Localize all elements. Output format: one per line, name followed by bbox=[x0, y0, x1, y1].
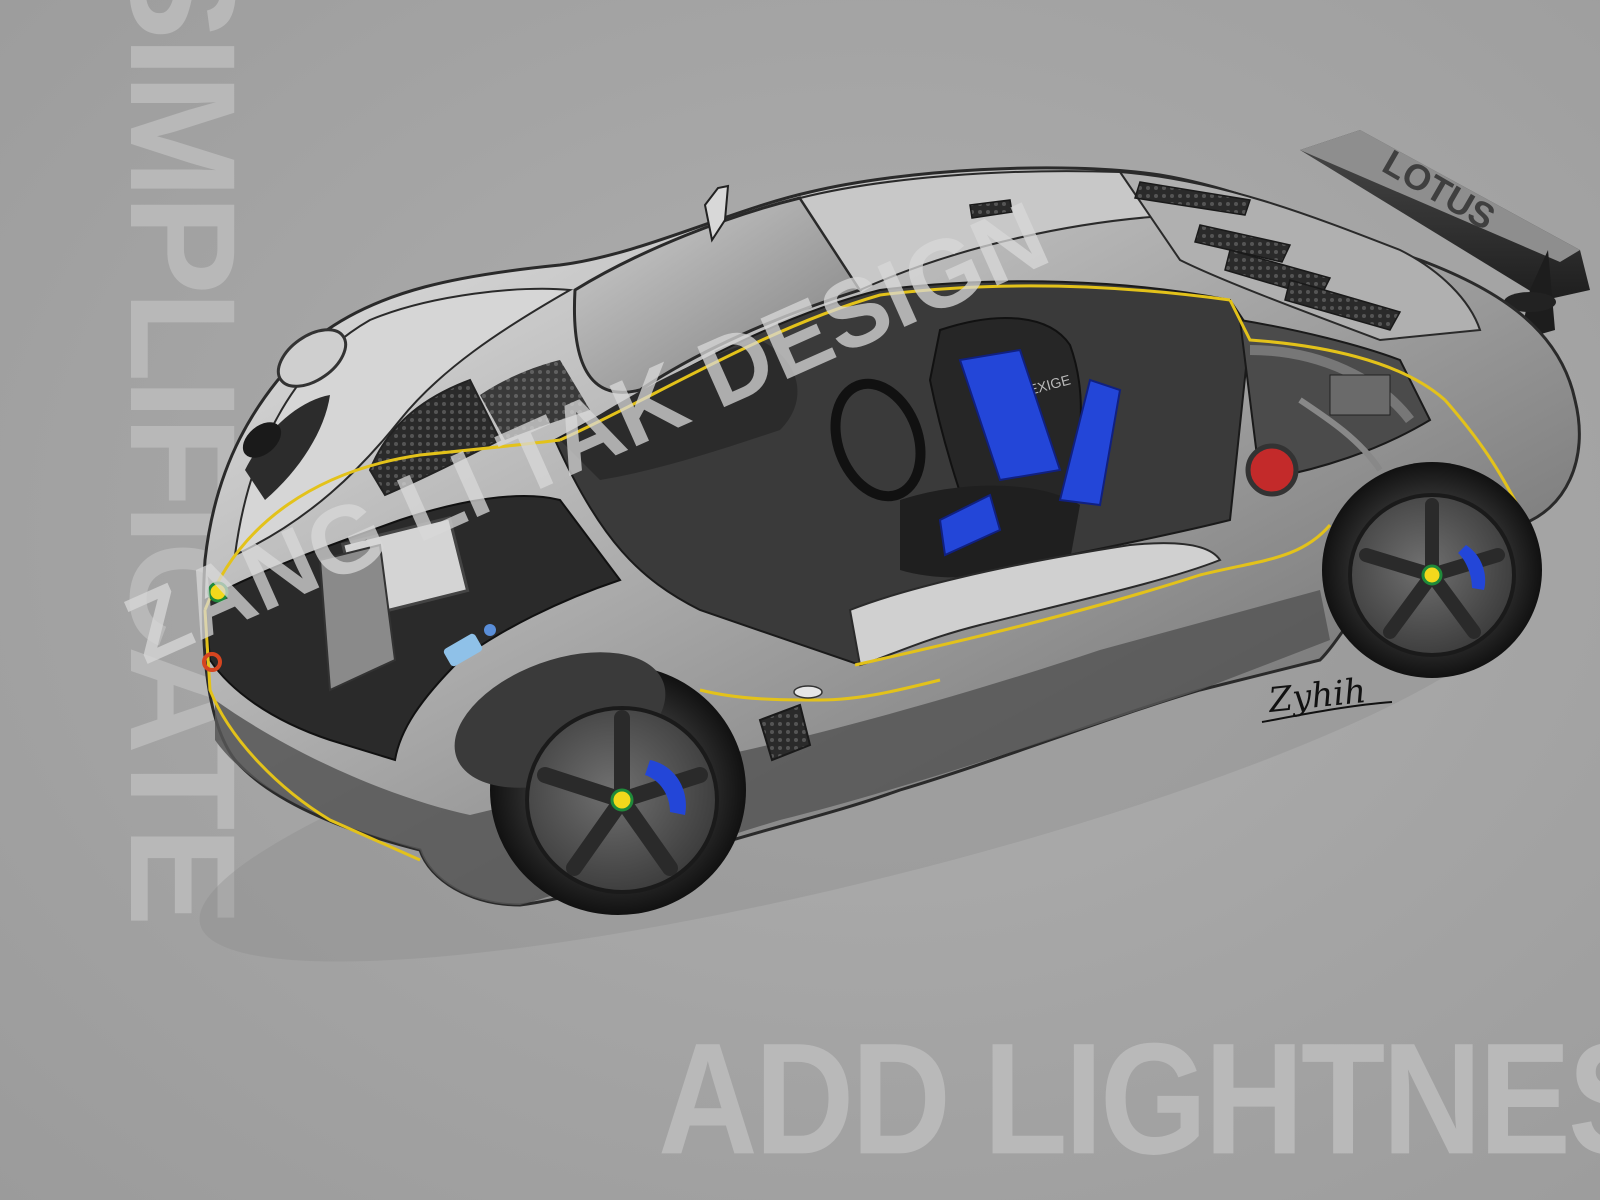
rear-brake-caliper bbox=[1458, 545, 1486, 590]
hood-vent bbox=[368, 378, 502, 497]
air-filter bbox=[1245, 443, 1299, 497]
front-grille bbox=[245, 395, 330, 500]
windscreen bbox=[572, 196, 863, 394]
headlight bbox=[276, 328, 348, 388]
engine-bay bbox=[1238, 318, 1432, 497]
front-brake-caliper bbox=[645, 760, 686, 815]
rear-wheel bbox=[1322, 462, 1542, 678]
cutaway-outline bbox=[203, 284, 1527, 862]
front-badge bbox=[207, 581, 229, 603]
side-indicator bbox=[793, 685, 823, 699]
dashboard bbox=[560, 340, 798, 480]
snorkel-intake bbox=[703, 184, 730, 243]
seat-harness bbox=[958, 348, 1122, 507]
coolant-bottle bbox=[443, 633, 483, 667]
front-wheel bbox=[454, 652, 746, 915]
front-wheel-badge bbox=[610, 788, 634, 812]
signature-underline bbox=[1261, 701, 1393, 723]
background-bottom-slogan: ADD LIGHTNESS bbox=[658, 1010, 1600, 1188]
rear-wheel-badge bbox=[1421, 564, 1443, 586]
tow-hook bbox=[202, 652, 222, 672]
door-sill bbox=[848, 542, 1222, 667]
engine-cover bbox=[1117, 170, 1482, 342]
side-intake bbox=[758, 703, 812, 762]
steering-wheel bbox=[830, 378, 926, 502]
driver-seat: EXIGE bbox=[900, 317, 1122, 578]
front-compartment bbox=[203, 495, 622, 762]
engine-cover-vents bbox=[969, 181, 1402, 331]
